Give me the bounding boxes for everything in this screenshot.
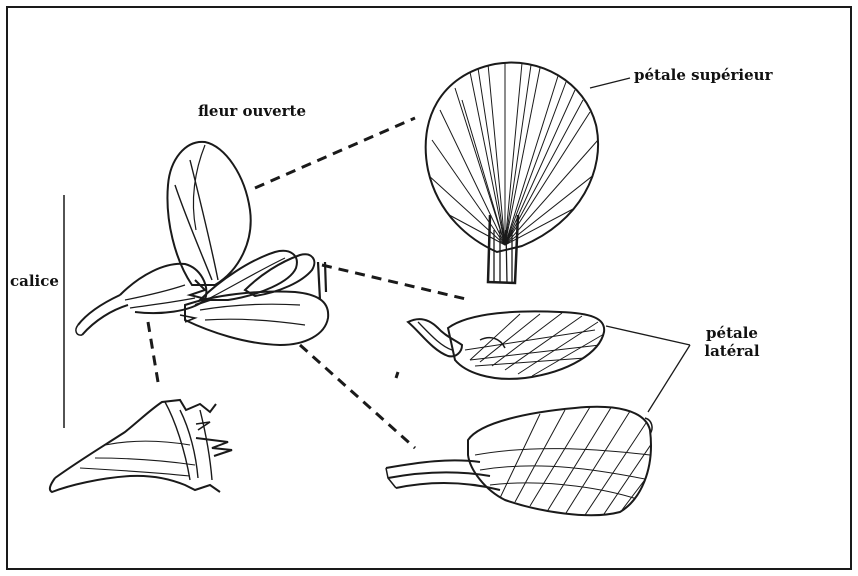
- lateral-petal-upper-drawing: [408, 311, 604, 379]
- calyx-drawing: [50, 400, 232, 492]
- label-lateral-petal-line2: latéral: [692, 342, 772, 360]
- connector-lateral-petal-upper: [322, 265, 470, 300]
- leader-lines: [590, 78, 690, 412]
- label-upper-petal: pétale supérieur: [634, 66, 772, 84]
- leader-lateral-petal-lower: [648, 345, 690, 412]
- label-lateral-petal: pétale latéral: [692, 324, 772, 360]
- connector-lines: [148, 118, 470, 448]
- upper-petal-drawing: [426, 62, 600, 283]
- connector-calyx: [148, 322, 158, 382]
- leader-upper-petal: [590, 78, 630, 88]
- connector-tick: [396, 372, 398, 378]
- label-open-flower: fleur ouverte: [198, 102, 306, 120]
- lateral-petal-lower-drawing: [386, 406, 656, 515]
- connector-lateral-petal-lower: [300, 345, 415, 448]
- label-calyx: calice: [10, 272, 59, 290]
- leader-lateral-petal-upper: [606, 326, 690, 345]
- label-lateral-petal-line1: pétale: [692, 324, 772, 342]
- connector-upper-petal: [255, 118, 415, 188]
